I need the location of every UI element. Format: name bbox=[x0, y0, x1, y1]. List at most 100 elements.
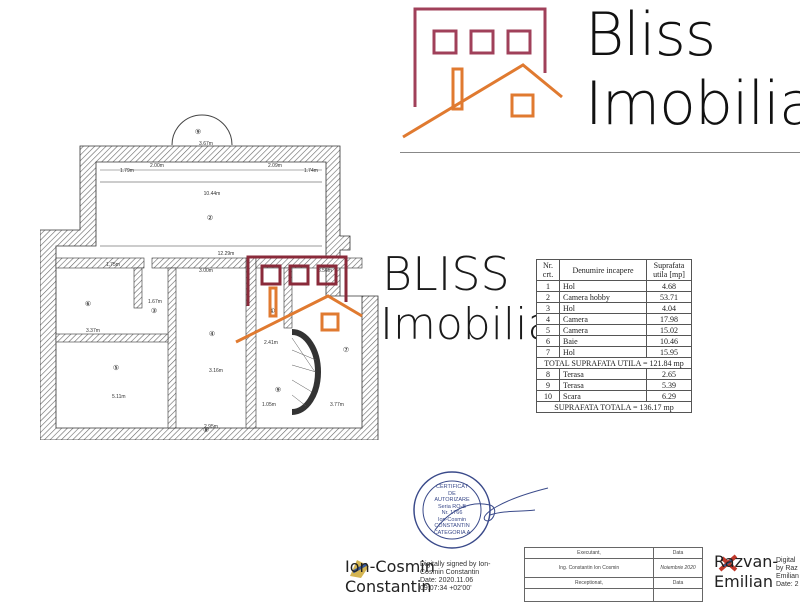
row-nr: 9 bbox=[536, 379, 560, 391]
total-area: SUPRAFATA TOTALA = 136.17 mp bbox=[536, 401, 692, 413]
svg-text:5.11m: 5.11m bbox=[112, 394, 126, 400]
svg-text:1.79m: 1.79m bbox=[120, 168, 134, 174]
stamp-line: Ion-Cosmin bbox=[437, 516, 467, 523]
handwritten-signature-icon bbox=[434, 487, 549, 531]
row-nr: 5 bbox=[536, 324, 560, 336]
row-nr: 3 bbox=[536, 302, 560, 314]
bliss-logo-icon bbox=[402, 7, 563, 139]
row-nr: 6 bbox=[536, 335, 560, 347]
header-name: Denumire incapere bbox=[559, 259, 647, 281]
row-nr: 2 bbox=[536, 291, 560, 303]
signer1-meta: Date: 2020.11.06 bbox=[420, 577, 474, 584]
row-area: 5.39 bbox=[646, 379, 692, 391]
stamp-icon bbox=[413, 471, 491, 549]
date-label: Data bbox=[653, 547, 703, 559]
table-header-row: Nr. crt. Denumire incapere Suprafata uti… bbox=[536, 259, 692, 281]
row-area: 4.68 bbox=[646, 280, 692, 292]
header-nr: Nr. crt. bbox=[536, 259, 560, 281]
signature-seal-icon bbox=[350, 560, 369, 578]
svg-text:1.74m: 1.74m bbox=[304, 168, 318, 174]
row-name: Camera bbox=[559, 324, 647, 336]
svg-text:⑧: ⑧ bbox=[203, 426, 209, 434]
row-nr: 8 bbox=[536, 368, 560, 380]
svg-text:②: ② bbox=[207, 214, 213, 222]
svg-text:④: ④ bbox=[209, 330, 215, 338]
svg-text:3.37m: 3.37m bbox=[86, 328, 100, 334]
svg-text:3.00m: 3.00m bbox=[199, 268, 213, 274]
row-nr: 7 bbox=[536, 346, 560, 358]
stamp-line: CERTIFICAT bbox=[436, 484, 468, 490]
svg-text:⑥: ⑥ bbox=[85, 300, 91, 308]
row-area: 15.02 bbox=[646, 324, 692, 336]
row-area: 6.29 bbox=[646, 390, 692, 402]
stamp-line: DE bbox=[448, 490, 456, 497]
stamp-line: CONSTANTIN bbox=[434, 523, 470, 529]
signer1-meta: 09:07:34 +02'00' bbox=[420, 585, 472, 592]
signer2-meta: Digital bbox=[776, 557, 796, 564]
row-nr: 4 bbox=[536, 313, 560, 325]
svg-text:2.95m: 2.95m bbox=[204, 424, 218, 430]
row-area: 2.65 bbox=[646, 368, 692, 380]
svg-text:2.41m: 2.41m bbox=[264, 340, 278, 346]
signer2-name-line2: Emilian bbox=[714, 572, 773, 591]
receptionat-label: Receptionat, bbox=[524, 577, 654, 589]
row-area: 10.46 bbox=[646, 335, 692, 347]
watermark-bliss: BLISS bbox=[382, 247, 510, 301]
row-area: 4.04 bbox=[646, 302, 692, 314]
stamp-line: CATEGORIA A bbox=[433, 529, 471, 536]
logo-title-imobiliare: Imobiliare bbox=[585, 69, 800, 139]
svg-text:3.16m: 3.16m bbox=[209, 368, 223, 374]
row-name: Camera hobby bbox=[559, 291, 647, 303]
date-label-2: Data bbox=[653, 577, 703, 589]
svg-text:⑦: ⑦ bbox=[343, 346, 349, 354]
header-divider bbox=[400, 152, 800, 153]
row-name: Hol bbox=[559, 280, 647, 292]
signature-seal-icon-2 bbox=[718, 554, 738, 572]
svg-text:2.09m: 2.09m bbox=[268, 163, 282, 169]
svg-text:2.00m: 2.00m bbox=[150, 163, 164, 169]
svg-text:⑤: ⑤ bbox=[113, 364, 119, 372]
signature-table: Executant,Data Ing. Constantin Ion Cosmi… bbox=[524, 547, 703, 602]
row-name: Camera bbox=[559, 313, 647, 325]
floor-plan: ⑨ 3.67m 1.79m 2.00m 2.09m 1.74m 10.44m 1… bbox=[40, 114, 379, 440]
row-name: Hol bbox=[559, 346, 647, 358]
total-row: SUPRAFATA TOTALA = 136.17 mp bbox=[536, 401, 692, 413]
executant-label: Executant, bbox=[524, 547, 654, 559]
row-nr: 1 bbox=[536, 280, 560, 292]
total-useful-row: TOTAL SUPRAFATA UTILA = 121.84 mp bbox=[536, 357, 692, 369]
watermark-logo-icon bbox=[235, 255, 363, 344]
svg-text:3.67m: 3.67m bbox=[199, 141, 213, 147]
signer2-details: Digital by Raz Emilian Date: 2 bbox=[776, 557, 799, 589]
svg-text:10.44m: 10.44m bbox=[204, 191, 221, 197]
header-area: Suprafata utila [mp] bbox=[646, 259, 692, 281]
svg-text:⑨: ⑨ bbox=[275, 386, 281, 394]
row-name: Terasa bbox=[559, 379, 647, 391]
row-area: 17.98 bbox=[646, 313, 692, 325]
stamp-line: Seria RO-B bbox=[437, 503, 467, 510]
svg-text:⑨: ⑨ bbox=[195, 128, 201, 136]
signer2-meta: by Raz bbox=[776, 565, 798, 572]
row-name: Scara bbox=[559, 390, 647, 402]
svg-text:3.56m: 3.56m bbox=[318, 268, 332, 274]
signer1-name-line2: Constantin bbox=[345, 577, 432, 596]
stamp-line: AUTORIZARE bbox=[434, 497, 470, 503]
svg-text:12.29m: 12.29m bbox=[218, 251, 235, 257]
signer1-meta: Digitally signed by Ion- bbox=[420, 561, 491, 568]
svg-text:1.67m: 1.67m bbox=[148, 299, 162, 305]
signer2-meta: Emilian bbox=[776, 573, 799, 580]
svg-text:1.05m: 1.05m bbox=[262, 402, 276, 408]
svg-text:③: ③ bbox=[151, 307, 157, 315]
svg-text:3.77m: 3.77m bbox=[330, 402, 344, 408]
row-nr: 10 bbox=[536, 390, 560, 402]
signer1-name-line1: Ion-Cosmin bbox=[345, 557, 435, 576]
signer2-meta: Date: 2 bbox=[776, 581, 799, 588]
signer1-meta: Cosmin Constantin bbox=[420, 569, 480, 576]
